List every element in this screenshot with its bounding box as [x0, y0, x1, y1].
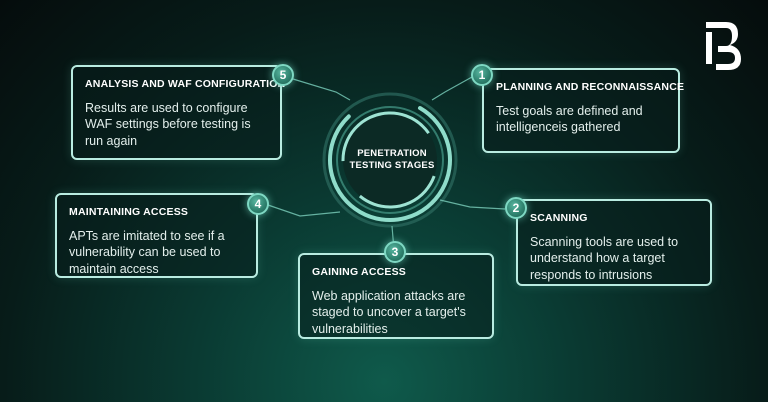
stage-number-badge-1: 1 — [471, 64, 493, 86]
connector-1 — [431, 76, 473, 101]
stage-description: Results are used to configure WAF settin… — [85, 101, 251, 148]
center-title-line2: TESTING STAGES — [349, 160, 435, 172]
connector-4 — [267, 204, 341, 217]
stage-card-scanning: SCANNING Scanning tools are used to unde… — [516, 199, 712, 286]
center-title-line1: PENETRATION — [357, 148, 427, 159]
stage-number-badge-3: 3 — [384, 241, 406, 263]
stage-card-maintaining: MAINTAINING ACCESS APTs are imitated to … — [55, 193, 258, 278]
stage-description: APTs are imitated to see if a vulnerabil… — [69, 229, 225, 276]
stage-description: Scanning tools are used to understand ho… — [530, 235, 679, 282]
stage-description: Test goals are defined and intelligencei… — [496, 104, 643, 135]
center-title: PENETRATION TESTING STAGES — [334, 148, 450, 173]
center-rings — [322, 92, 458, 228]
stage-card-planning: PLANNING AND RECONNAISSANCE Test goals a… — [482, 68, 685, 153]
stage-description: Web application attacks are staged to un… — [312, 289, 466, 336]
stage-title: GAINING ACCESS — [312, 266, 407, 278]
stage-title: SCANNING — [530, 212, 588, 224]
stage-number-badge-5: 5 — [272, 64, 294, 86]
stage-number-badge-2: 2 — [505, 197, 527, 219]
stage-title: ANALYSIS AND WAF CONFIGURATION — [85, 78, 286, 90]
connector-2 — [439, 199, 506, 210]
stage-number-badge-4: 4 — [247, 193, 269, 215]
connector-5 — [292, 78, 351, 101]
brand-b-logo-icon — [706, 22, 741, 70]
stage-card-gaining: GAINING ACCESS Web application attacks a… — [298, 253, 494, 339]
stage-title: MAINTAINING ACCESS — [69, 206, 189, 218]
stage-title: PLANNING AND RECONNAISSANCE — [496, 81, 685, 93]
stage-card-analysis: ANALYSIS AND WAF CONFIGURATION Results a… — [71, 65, 286, 160]
